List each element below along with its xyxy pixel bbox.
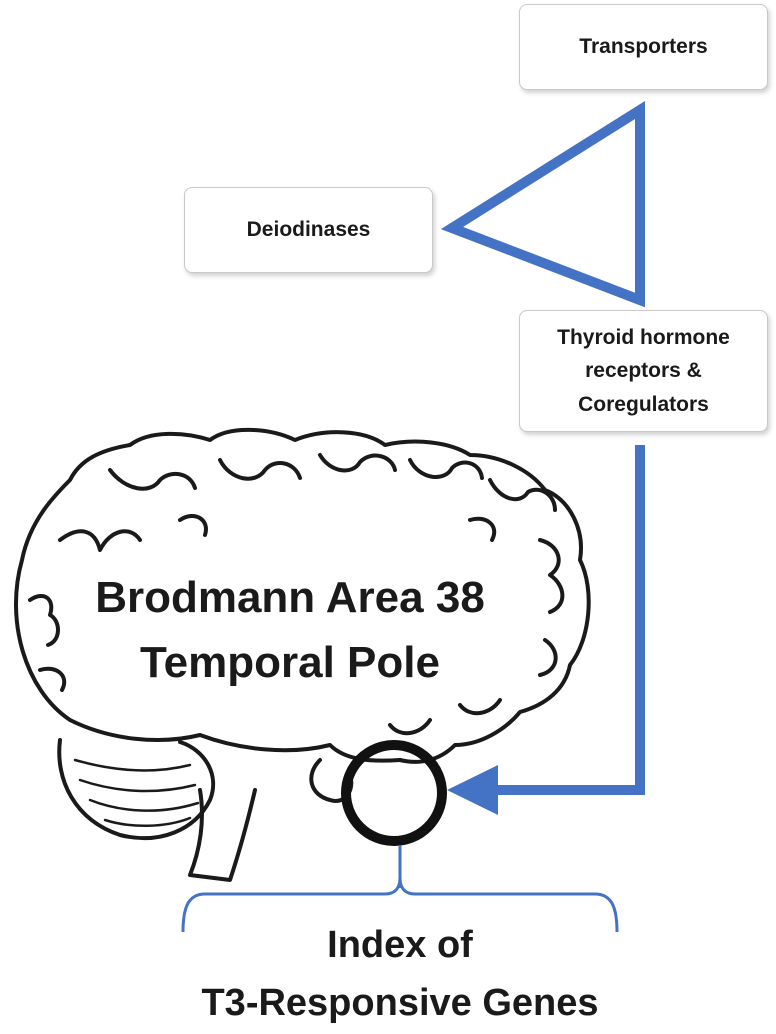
- receptors-label-line1: Thyroid hormone: [557, 325, 730, 349]
- temporal-pole-circle: [341, 740, 447, 846]
- index-label-line1: Index of: [327, 924, 473, 966]
- transporters-box: Transporters: [519, 4, 768, 90]
- receptors-box: Thyroid hormone receptors & Coregulators: [519, 310, 768, 432]
- transporters-label: Transporters: [579, 35, 708, 59]
- receptors-label-line3: Coregulators: [578, 392, 709, 416]
- curly-bracket: [181, 877, 619, 933]
- brain-region-subtitle: Temporal Pole: [140, 638, 440, 687]
- deiodinases-box: Deiodinases: [184, 187, 433, 273]
- index-label-line2: T3-Responsive Genes: [201, 982, 599, 1024]
- deiodinases-label: Deiodinases: [246, 218, 371, 242]
- brain-region-title: Brodmann Area 38: [95, 573, 485, 622]
- receptors-label-line2: receptors &: [585, 359, 702, 383]
- pathway-arrows: [440, 100, 645, 795]
- brain-icon: [14, 427, 591, 882]
- arrowhead-icon: [447, 765, 498, 815]
